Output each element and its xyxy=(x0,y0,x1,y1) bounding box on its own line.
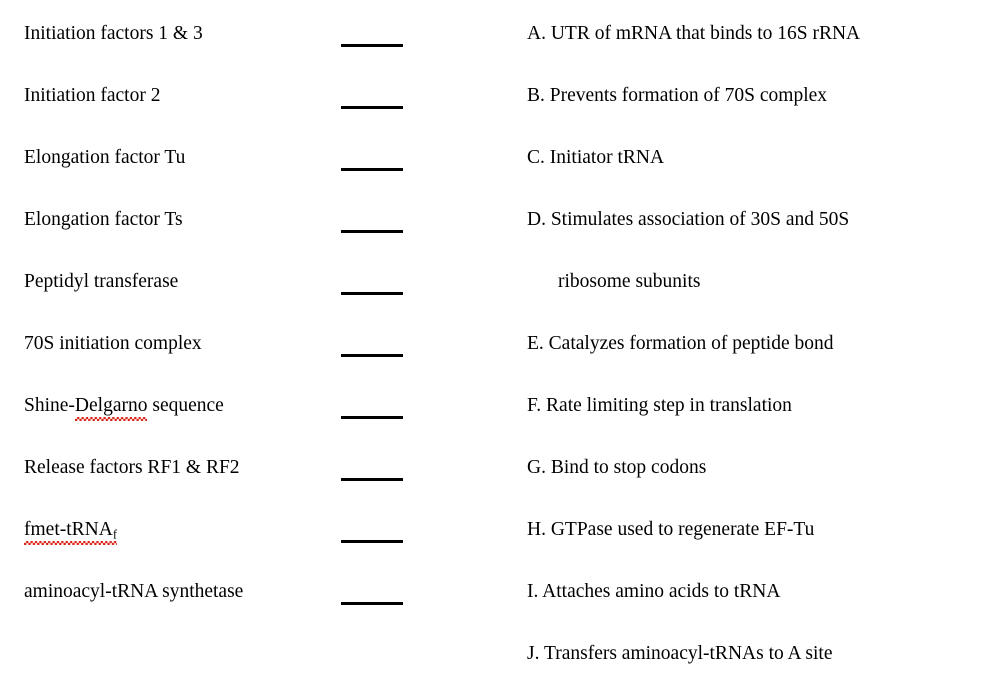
term-label: Elongation factor Tu xyxy=(24,147,186,168)
definition-row: D. Stimulates association of 30S and 50S xyxy=(500,196,990,258)
answer-blank[interactable] xyxy=(341,230,403,233)
term-row: Elongation factor Tu xyxy=(0,134,500,196)
definition-continuation-text: ribosome subunits xyxy=(558,271,701,292)
spellcheck-underline: fmet-tRNAf xyxy=(24,518,117,545)
term-row: Shine-Delgarno sequence xyxy=(0,382,500,444)
term-row: aminoacyl-tRNA synthetase xyxy=(0,568,500,630)
definition-continuation-row: ribosome subunits xyxy=(500,258,990,320)
term-label: Elongation factor Ts xyxy=(24,209,183,230)
definition-text: J. Transfers aminoacyl-tRNAs to A site xyxy=(527,643,833,664)
definition-text: E. Catalyzes formation of peptide bond xyxy=(527,333,834,354)
definition-row: F. Rate limiting step in translation xyxy=(500,382,990,444)
definition-text: C. Initiator tRNA xyxy=(527,147,665,168)
definition-text: A. UTR of mRNA that binds to 16S rRNA xyxy=(527,23,861,44)
definition-row: C. Initiator tRNA xyxy=(500,134,990,196)
definition-text: I. Attaches amino acids to tRNA xyxy=(527,581,781,602)
spellcheck-underline: Delgarno xyxy=(74,394,147,421)
definition-text: F. Rate limiting step in translation xyxy=(527,395,792,416)
definition-row: B. Prevents formation of 70S complex xyxy=(500,72,990,134)
term-row: Elongation factor Ts xyxy=(0,196,500,258)
answer-blank[interactable] xyxy=(341,106,403,109)
answer-blank[interactable] xyxy=(341,478,403,481)
term-row: Peptidyl transferase xyxy=(0,258,500,320)
term-label: Peptidyl transferase xyxy=(24,271,179,292)
answer-blank[interactable] xyxy=(341,540,403,543)
definition-text: D. Stimulates association of 30S and 50S xyxy=(527,209,850,230)
definition-row: E. Catalyzes formation of peptide bond xyxy=(500,320,990,382)
answer-blank[interactable] xyxy=(341,44,403,47)
term-label: Initiation factor 2 xyxy=(24,85,161,106)
definition-row: H. GTPase used to regenerate EF-Tu xyxy=(500,506,990,568)
definition-row: G. Bind to stop codons xyxy=(500,444,990,506)
answer-blank[interactable] xyxy=(341,354,403,357)
term-label: Release factors RF1 & RF2 xyxy=(24,457,240,478)
definition-text: B. Prevents formation of 70S complex xyxy=(527,85,828,106)
term-row: 70S initiation complex xyxy=(0,320,500,382)
term-row: Initiation factor 2 xyxy=(0,72,500,134)
term-label: Initiation factors 1 & 3 xyxy=(24,23,203,44)
answer-blank[interactable] xyxy=(341,168,403,171)
answer-blank[interactable] xyxy=(341,416,403,419)
term-row: Initiation factors 1 & 3 xyxy=(0,10,500,72)
document-page: Initiation factors 1 & 3 Initiation facto… xyxy=(0,10,990,664)
definition-text: G. Bind to stop codons xyxy=(527,457,707,478)
term-row: Release factors RF1 & RF2 xyxy=(0,444,500,506)
term-label: fmet-tRNAf xyxy=(24,518,117,545)
term-base-text: fmet-tRNA xyxy=(24,519,113,540)
definition-row: I. Attaches amino acids to tRNA xyxy=(500,568,990,630)
term-subscript: f xyxy=(112,527,117,542)
term-label: 70S initiation complex xyxy=(24,333,202,354)
definition-text: H. GTPase used to regenerate EF-Tu xyxy=(527,519,815,540)
answer-blank[interactable] xyxy=(341,292,403,295)
term-label: Shine-Delgarno sequence xyxy=(24,394,224,421)
term-row: fmet-tRNAf xyxy=(0,506,500,568)
term-label: aminoacyl-tRNA synthetase xyxy=(24,581,244,602)
answer-blank[interactable] xyxy=(341,602,403,605)
definition-row: J. Transfers aminoacyl-tRNAs to A site xyxy=(500,630,990,692)
definition-row: A. UTR of mRNA that binds to 16S rRNA xyxy=(500,10,990,72)
